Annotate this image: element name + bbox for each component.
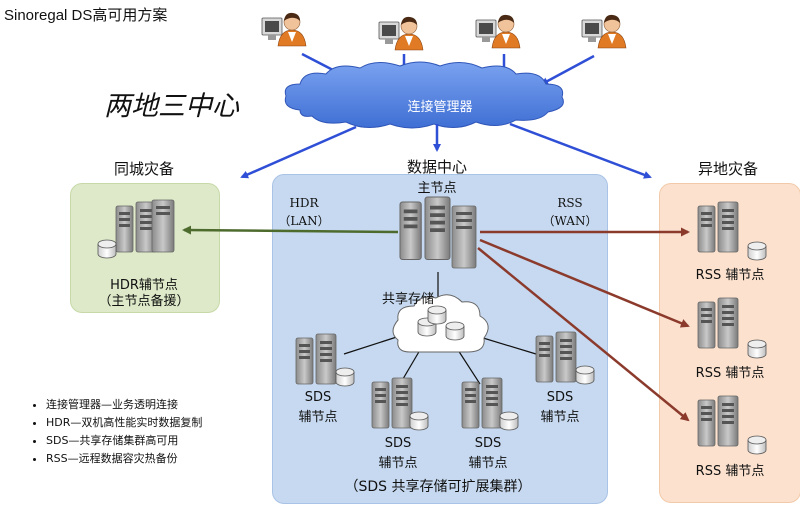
storage-link: [457, 349, 481, 385]
shared-storage-label: 共享存储: [381, 292, 435, 307]
connection-manager-cloud: [284, 61, 564, 129]
hdr-link-label: HDR: [289, 196, 319, 210]
client-user-icon: [378, 16, 424, 51]
sds-server-icon: [295, 333, 355, 387]
primary-server-icon: [399, 196, 477, 269]
sds-node-label: 辅节点: [378, 456, 418, 471]
legend-item: SDS—共享存储集群高可用: [46, 432, 202, 450]
diagram-title: Sinoregal DS高可用方案: [4, 7, 168, 24]
client-user-icon: [261, 12, 307, 47]
rss-replication-arrow: [479, 238, 690, 328]
data-center-label: 数据中心: [406, 158, 468, 176]
legend-item: 连接管理器—业务透明连接: [46, 396, 202, 414]
rss-link-sub: （WAN）: [542, 214, 598, 228]
rss-server-icon: [697, 201, 767, 261]
hdr-node-note: （主节点备援）: [98, 294, 190, 309]
hdr-node-label: HDR辅节点: [110, 278, 178, 293]
sds-node-label: 辅节点: [298, 410, 338, 425]
rss-replication-arrow: [477, 247, 690, 422]
sds-server-icon: [461, 377, 519, 431]
sds-node-label: SDS: [304, 390, 332, 405]
legend-item: HDR—双机高性能实时数据复制: [46, 414, 202, 432]
hdr-server-icon: [97, 199, 175, 259]
cloud-to-remote-arrow: [509, 122, 652, 179]
cloud-to-same-city-arrow: [240, 125, 357, 179]
legend-item: RSS—远程数据容灾热备份: [46, 450, 202, 468]
subtitle-two-sites-three-centers: 两地三中心: [104, 91, 239, 122]
rss-node-label: RSS 辅节点: [695, 464, 765, 479]
connection-manager-label: 连接管理器: [407, 100, 473, 115]
primary-node-label: 主节点: [417, 181, 457, 196]
legend-list: 连接管理器—业务透明连接 HDR—双机高性能实时数据复制 SDS—共享存储集群高…: [28, 396, 202, 468]
client-user-icon: [581, 14, 627, 49]
sds-node-label: 辅节点: [468, 456, 508, 471]
remote-label: 异地灾备: [697, 160, 759, 178]
rss-link-label: RSS: [557, 196, 583, 210]
sds-node-label: SDS: [474, 436, 502, 451]
sds-server-icon: [371, 377, 429, 431]
rss-server-icon: [697, 395, 767, 455]
sds-node-label: SDS: [384, 436, 412, 451]
sds-node-label: 辅节点: [540, 410, 580, 425]
rss-node-label: RSS 辅节点: [695, 268, 765, 283]
hdr-link-sub: （LAN）: [278, 214, 330, 228]
client-user-icon: [475, 14, 521, 49]
rss-node-label: RSS 辅节点: [695, 366, 765, 381]
hdr-replication-arrow: [182, 225, 399, 235]
client-arrow: [540, 54, 595, 86]
sds-node-label: SDS: [546, 390, 574, 405]
rss-server-icon: [697, 297, 767, 359]
sds-server-icon: [535, 331, 595, 385]
shared-storage-cloud: [392, 294, 489, 353]
same-city-label: 同城灾备: [113, 160, 175, 178]
sds-cluster-footer: （SDS 共享存储可扩展集群）: [344, 479, 532, 495]
